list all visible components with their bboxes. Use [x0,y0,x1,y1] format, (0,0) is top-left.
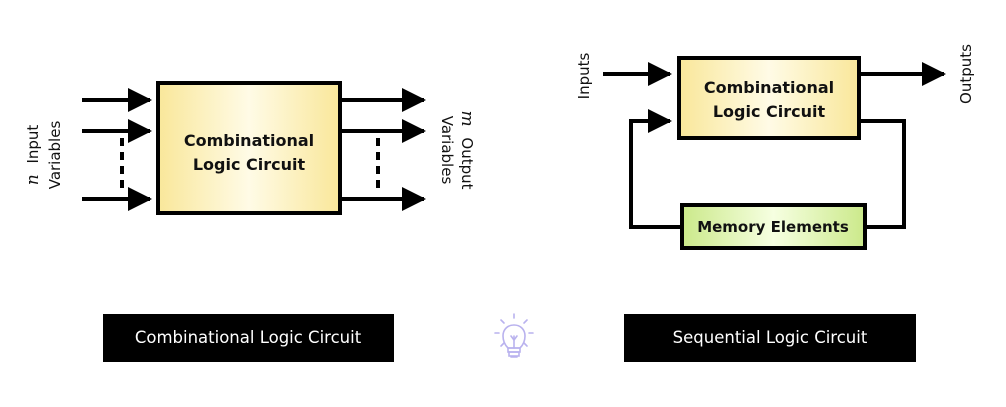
feedback-path-left [629,109,680,229]
input-variables-label: n Input Variables [23,121,64,190]
output-variable-symbol: m [457,110,477,126]
output-variables-label: m Output Variables [438,110,477,189]
memory-elements-box [680,203,867,250]
combinational-caption-bg [103,314,394,362]
output-word: Output [458,137,476,189]
outputs-label-group: Outputs [957,44,975,104]
svg-text:n Input: n Input [23,125,43,186]
sequential-caption-bg [624,314,916,362]
box-title-line1: Combinational [184,131,314,150]
sequential-caption: Sequential Logic Circuit [673,328,868,347]
combinational-caption: Combinational Logic Circuit [135,328,362,347]
combinational-diagram: Combinational Logic Circuit n Input Vari… [23,81,477,362]
svg-text:m Output: m Output [457,110,477,189]
feedback-path-right [861,119,906,229]
memory-elements-label: Memory Elements [697,218,849,236]
lightbulb-icon [494,313,534,358]
output-variables-word: Variables [438,116,456,185]
sequential-combinational-box [677,56,861,140]
input-word: Input [24,125,42,164]
input-variable-symbol: n [23,174,43,185]
input-variables-word: Variables [46,121,64,190]
inputs-label: Inputs [575,52,593,99]
box-title-line2: Logic Circuit [193,155,306,174]
combinational-circuit-box [156,81,342,215]
outputs-label: Outputs [957,44,975,104]
inputs-label-group: Inputs [575,52,593,99]
seq-box-title-line2: Logic Circuit [713,102,826,121]
sequential-diagram: Inputs Combinational Logic Circuit Outpu… [575,44,975,362]
seq-box-title-line1: Combinational [704,78,834,97]
